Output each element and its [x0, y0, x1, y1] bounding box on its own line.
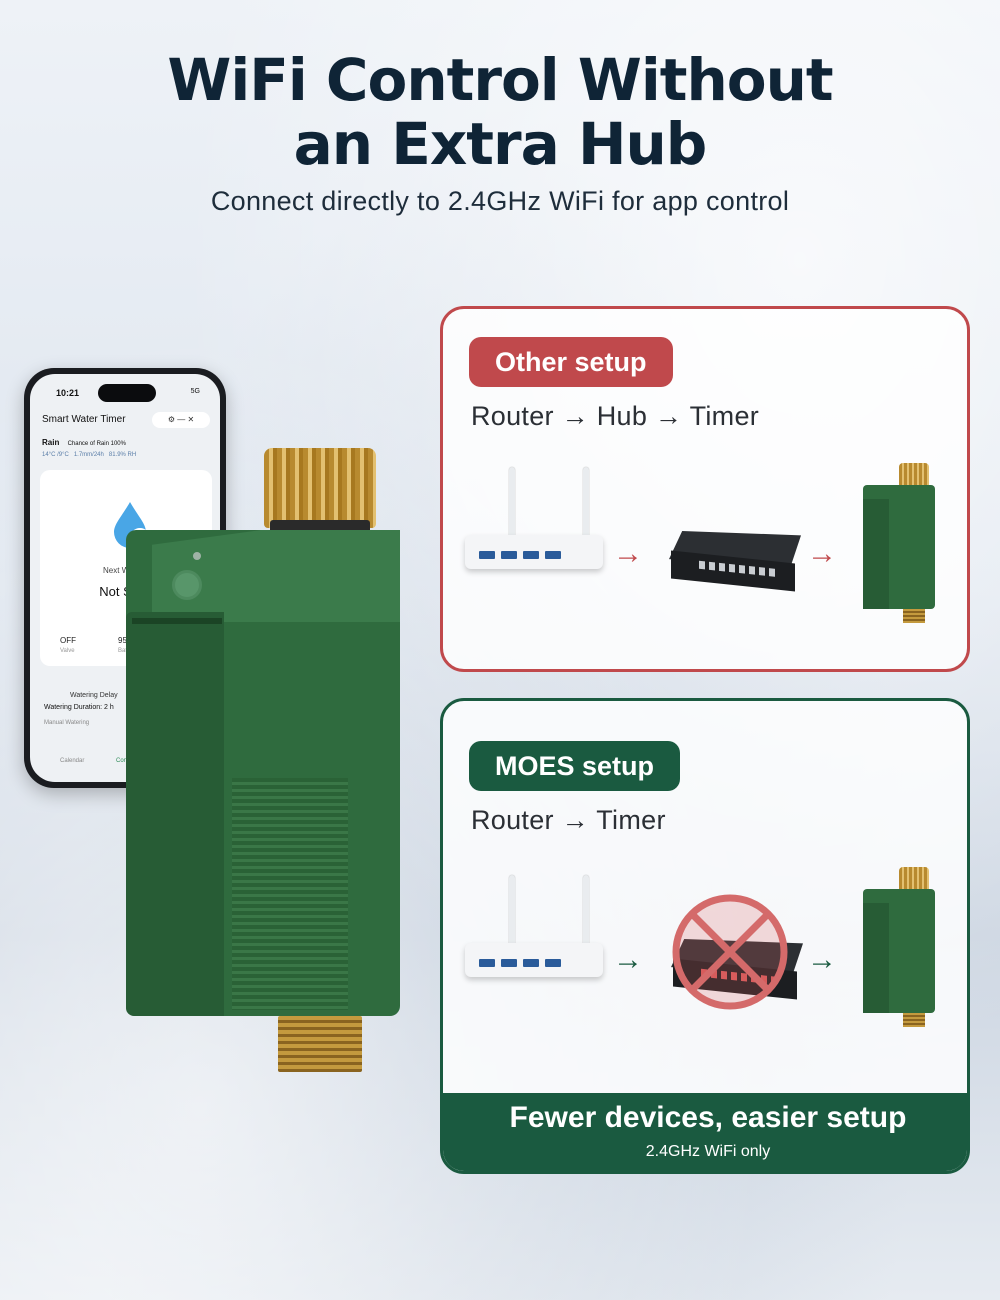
moes-setup-flow: Router → Timer — [471, 805, 666, 835]
valve-value: OFF — [60, 636, 76, 645]
moes-setup-badge: MOES setup — [469, 741, 681, 791]
manual-watering[interactable]: Manual Watering — [44, 720, 90, 726]
weather-rain: Rain Chance of Rain 100% — [42, 438, 126, 447]
rainfall-stat: 1.7mm/24h — [73, 452, 104, 458]
device-grille — [232, 778, 348, 1010]
phone-notch — [98, 384, 156, 402]
other-setup-panel: Other setup Router → Hub → Timer → → — [440, 306, 970, 672]
battery-label: Batt — [118, 648, 129, 654]
phone-time: 10:21 — [56, 388, 80, 398]
rain-chance: Chance of Rain 100% — [67, 441, 126, 447]
hub-image — [669, 531, 801, 592]
router-image — [465, 875, 603, 979]
nav-calendar[interactable]: Calendar — [60, 758, 85, 764]
app-title: Smart Water Timer — [42, 414, 126, 425]
prohibited-icon — [672, 894, 788, 1010]
summary-banner: Fewer devices, easier setup 2.4GHz WiFi … — [443, 1093, 967, 1171]
battery-value: 95 — [118, 636, 127, 645]
title-line-2: an Extra Hub — [293, 110, 708, 178]
page-title: WiFi Control Without an Extra Hub — [0, 48, 1000, 176]
other-setup-badge: Other setup — [469, 337, 673, 387]
app-window-controls[interactable]: ⚙ — ✕ — [152, 412, 210, 428]
status-led — [193, 552, 201, 560]
router-image — [465, 467, 603, 571]
rain-label: Rain — [42, 438, 60, 447]
watering-duration: Watering Duration: 2 h — [44, 704, 114, 711]
device-slot — [132, 618, 222, 624]
banner-note: 2.4GHz WiFi only — [645, 1143, 771, 1160]
phone-signal-status: 5G — [190, 388, 200, 395]
temp-stat: 14°C /9°C — [42, 452, 69, 458]
device-front-panel — [126, 612, 224, 1016]
valve-label: Valve — [60, 648, 75, 654]
title-line-1: WiFi Control Without — [167, 46, 833, 114]
other-setup-flow: Router → Hub → Timer — [471, 401, 760, 431]
humidity-stat: 81.9% RH — [108, 452, 137, 458]
page-subtitle: Connect directly to 2.4GHz WiFi for app … — [210, 186, 790, 216]
brass-hose-nut — [264, 448, 376, 528]
flow-arrow-1: → — [613, 537, 643, 570]
flow-arrow-2: → — [807, 943, 837, 976]
brass-outlet-thread — [278, 1016, 362, 1072]
watering-delay[interactable]: Watering Delay — [70, 692, 118, 699]
flow-arrow-2: → — [807, 537, 837, 570]
nav-control[interactable]: Cont — [116, 758, 129, 764]
banner-headline: Fewer devices, easier setup — [509, 1101, 907, 1134]
flow-arrow-1: → — [613, 943, 643, 976]
device-power-button — [172, 570, 202, 600]
weather-stats: 14°C /9°C 1.7mm/24h 81.9% RH — [42, 452, 136, 458]
moes-setup-panel: MOES setup Router → Timer → → Fewer devi… — [440, 698, 970, 1174]
